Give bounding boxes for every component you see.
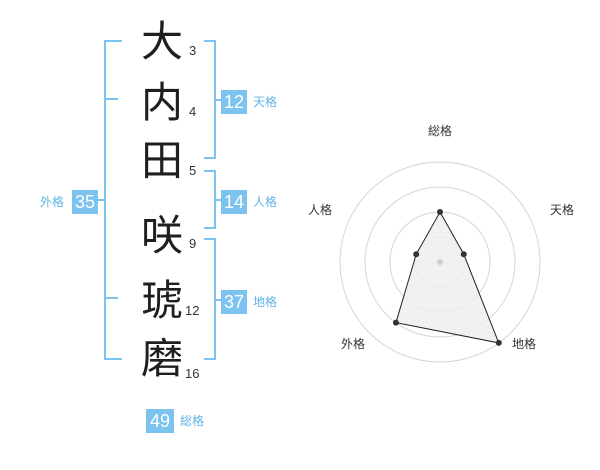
radar-ring-4 <box>339 161 541 363</box>
radar-label-chikaku: 地格 <box>512 337 537 351</box>
name-char-6: 磨 <box>140 334 183 383</box>
stroke-count-4: 9 <box>189 236 197 251</box>
radar-point-jinkaku <box>413 251 420 258</box>
chikaku-label: 地格 <box>253 295 278 309</box>
radar-point-gaikaku <box>392 319 399 326</box>
name-char-1: 大 <box>140 17 183 66</box>
radar-ring-3 <box>364 186 516 338</box>
radar-point-soukaku <box>437 209 443 215</box>
tenkaku-bracket-tick <box>214 99 222 101</box>
gaikaku-bracket <box>104 40 122 360</box>
name-char-3: 田 <box>140 136 183 185</box>
radar-label-tenkaku: 天格 <box>550 203 575 217</box>
radar-point-tenkaku <box>460 251 467 258</box>
gaikaku-bracket-tick <box>104 98 118 100</box>
name-char-2: 内 <box>140 78 183 127</box>
stroke-count-5: 12 <box>185 303 200 318</box>
stroke-count-1: 3 <box>189 43 197 58</box>
name-char-5: 琥 <box>140 276 183 325</box>
radar-label-gaikaku: 外格 <box>341 337 366 351</box>
radar-point-chikaku <box>495 339 502 346</box>
stroke-count-6: 16 <box>185 366 200 381</box>
chikaku-bracket-tick <box>214 299 222 301</box>
radar-label-soukaku: 総格 <box>428 124 453 138</box>
jinkaku-badge: 14 <box>221 190 247 214</box>
stroke-count-3: 5 <box>189 163 197 178</box>
soukaku-badge: 49 <box>146 409 174 433</box>
tenkaku-label: 天格 <box>253 95 278 109</box>
radar-label-jinkaku: 人格 <box>308 203 333 217</box>
radar-center-point <box>437 259 443 265</box>
stroke-count-2: 4 <box>189 104 197 119</box>
gaikaku-bracket-tick <box>96 199 104 201</box>
jinkaku-label: 人格 <box>253 195 278 209</box>
gaikaku-label: 外格 <box>40 195 65 209</box>
chikaku-badge: 37 <box>221 290 247 314</box>
gaikaku-bracket-tick <box>104 297 118 299</box>
radar-polygon <box>395 210 500 344</box>
jinkaku-bracket-tick <box>214 199 222 201</box>
name-char-4: 咲 <box>140 211 183 260</box>
gaikaku-badge: 35 <box>72 190 98 214</box>
soukaku-label: 総格 <box>180 414 205 428</box>
tenkaku-badge: 12 <box>221 90 247 114</box>
